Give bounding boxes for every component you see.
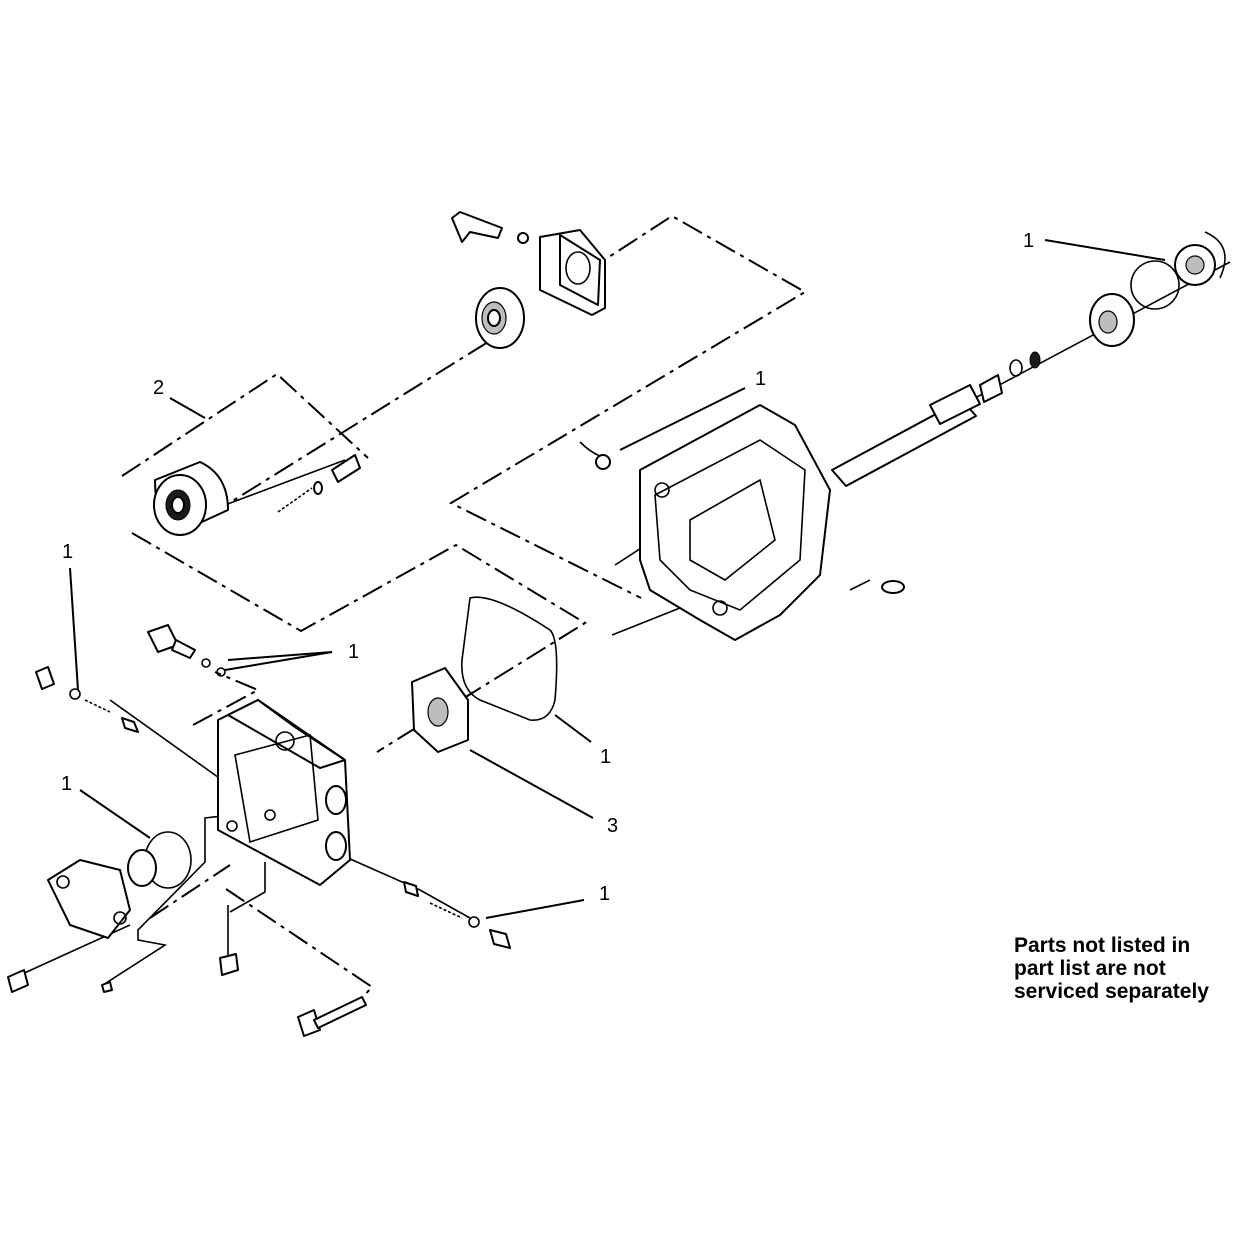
relief-valve-upper xyxy=(35,666,139,733)
assembly-guide-lines xyxy=(121,214,807,1001)
drive-shaft xyxy=(831,384,981,487)
bearing-top xyxy=(475,287,525,349)
charge-pump-cover xyxy=(47,831,192,939)
callout-1-housing-bearing: 1 xyxy=(755,368,766,390)
callout-1-relief-upper: 1 xyxy=(62,541,73,563)
callout-leaders xyxy=(69,239,1166,919)
relief-valve-lower xyxy=(403,881,511,949)
valve-plate xyxy=(411,667,469,753)
callout-2-rotating-group: 2 xyxy=(153,377,164,399)
end-cap xyxy=(217,699,351,886)
center-lines xyxy=(19,261,1231,986)
parts-note-line-2: part list are not xyxy=(1014,957,1166,980)
parts-note-line-3: serviced separately xyxy=(1014,980,1209,1003)
swashplate-bracket xyxy=(539,229,606,316)
fasteners xyxy=(7,953,367,1037)
pump-housing xyxy=(579,404,905,641)
shaft-seal-group xyxy=(979,231,1226,403)
callout-3-valve-plate: 3 xyxy=(607,815,618,837)
control-shaft xyxy=(451,211,529,244)
callout-1-gasket: 1 xyxy=(600,746,611,768)
charge-relief-valve xyxy=(147,624,226,677)
cylinder-block xyxy=(153,461,229,536)
callout-labels: 1 2 1 1 1 1 3 3 1 1 xyxy=(61,230,1034,905)
gasket xyxy=(461,596,558,721)
callout-1-charge-relief: 1 xyxy=(348,641,359,663)
spring-pin-assembly xyxy=(277,454,361,513)
parts-note-line-1: Parts not listed in xyxy=(1014,934,1191,957)
callout-1-relief-lower: 1 xyxy=(599,883,610,905)
parts-note: Parts not listed in part list are not se… xyxy=(1014,934,1240,1003)
callout-1-shaft-seal: 1 xyxy=(1023,230,1034,252)
callout-1-charge-cover: 1 xyxy=(61,773,72,795)
